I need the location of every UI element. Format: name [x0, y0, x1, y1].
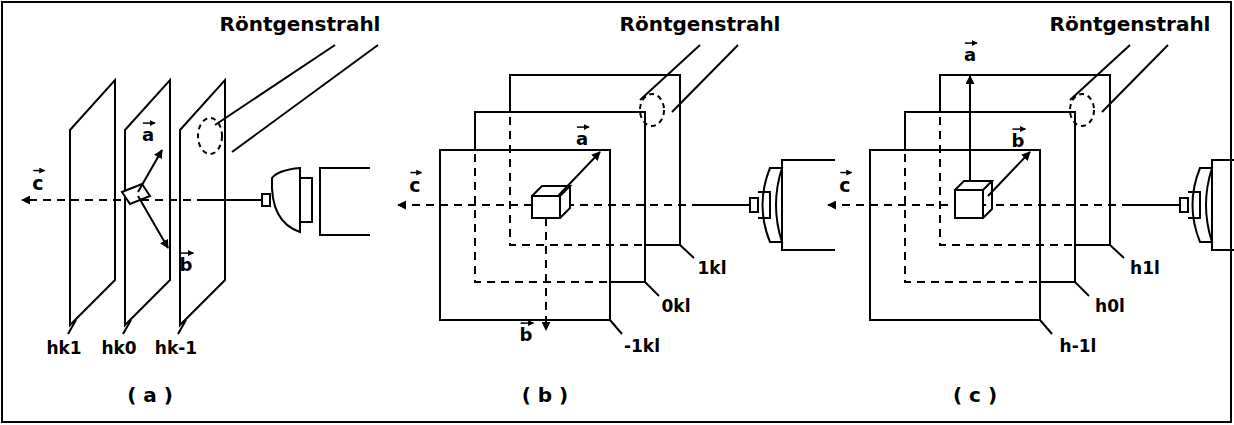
beam-label: Röntgenstrahl [620, 13, 781, 35]
x-ray-tube-body [1212, 160, 1234, 250]
reciprocal-plane [70, 80, 115, 325]
vector-arrow [577, 126, 589, 128]
plane-label: hk0 [101, 339, 136, 358]
beam-line [205, 199, 262, 201]
vector-arrow [33, 170, 44, 172]
plane-label: h-1l [1060, 337, 1097, 356]
vector-arrow [181, 252, 194, 254]
axis-label: b [1012, 125, 1025, 151]
beam-tube [232, 45, 378, 152]
axis-label: a [964, 39, 976, 65]
axis-label: c [409, 169, 420, 196]
hidden-edge [510, 75, 680, 245]
b-axis [138, 196, 168, 248]
x-ray-tube-neck [758, 192, 770, 218]
b-axis [545, 218, 547, 330]
crystal [122, 184, 150, 204]
reciprocal-plane [440, 150, 610, 320]
beam-spot [640, 94, 664, 126]
beam-tube [672, 45, 738, 112]
leader-line [178, 320, 186, 334]
plane-label: hk-1 [155, 339, 197, 358]
crystal [955, 181, 992, 218]
plane-label: h0l [1095, 297, 1125, 316]
vector-arrow [1013, 128, 1026, 130]
leader-line [1075, 282, 1089, 296]
leader-line [610, 320, 622, 334]
b-axis [988, 152, 1030, 196]
leader-line [680, 245, 694, 258]
leader-line [1110, 245, 1124, 258]
vector-arrow [410, 172, 421, 174]
leader-line [123, 320, 131, 334]
x-ray-tube-head [272, 168, 300, 232]
vector-arrow [840, 172, 851, 174]
axis-label: a [576, 123, 588, 149]
x-ray-tube-body [320, 168, 370, 235]
reciprocal-plane [870, 150, 1040, 320]
beam-label: Röntgenstrahl [220, 13, 381, 35]
beam-spot [1070, 94, 1094, 126]
panel-caption: ( c ) [953, 384, 997, 406]
hidden-edge [905, 112, 1075, 282]
leader-line [645, 282, 659, 296]
leader-line [68, 320, 76, 334]
x-ray-tube-head [763, 168, 783, 242]
x-ray-tube-body [782, 160, 835, 250]
axis-label: a [142, 119, 154, 145]
panels [22, 45, 1234, 334]
x-ray-tube-neck [300, 178, 312, 222]
a-axis [558, 152, 600, 196]
hidden-edge [870, 150, 1040, 320]
c-axis [22, 199, 205, 201]
a-axis [138, 150, 162, 192]
vector-arrow [143, 122, 155, 124]
vector-arrow [521, 322, 534, 324]
hidden-edge [440, 150, 610, 320]
vector-arrows [33, 43, 1025, 323]
plane-label: 0kl [662, 297, 691, 316]
hidden-edge [475, 112, 645, 282]
collimator [262, 194, 270, 206]
panel-caption: ( a ) [127, 384, 173, 406]
leader-line [1040, 320, 1052, 334]
beam-tube [215, 45, 335, 125]
plane-label: -1kl [624, 337, 660, 356]
plane-label: hk1 [46, 339, 81, 358]
a-axis [969, 76, 971, 181]
plane-label: 1kl [698, 259, 727, 278]
plane-label: h1l [1130, 259, 1160, 278]
x-ray-tube-head [1193, 168, 1213, 242]
beam-spot [198, 118, 222, 154]
beam-label: Röntgenstrahl [1050, 13, 1211, 35]
hidden-edge [940, 75, 1110, 245]
vector-arrow [965, 42, 977, 44]
panel-caption: ( b ) [522, 384, 569, 406]
axis-label: b [520, 319, 533, 345]
axis-label: b [180, 249, 193, 275]
collimator [1180, 198, 1188, 212]
beam-tube [1102, 45, 1168, 112]
beam-line [700, 204, 750, 206]
axis-label: c [32, 167, 43, 194]
x-ray-tube-neck [1188, 192, 1200, 218]
collimator [750, 198, 758, 212]
beam-line [1130, 204, 1180, 206]
axis-label: c [839, 169, 850, 196]
reciprocal-plane [180, 80, 225, 325]
